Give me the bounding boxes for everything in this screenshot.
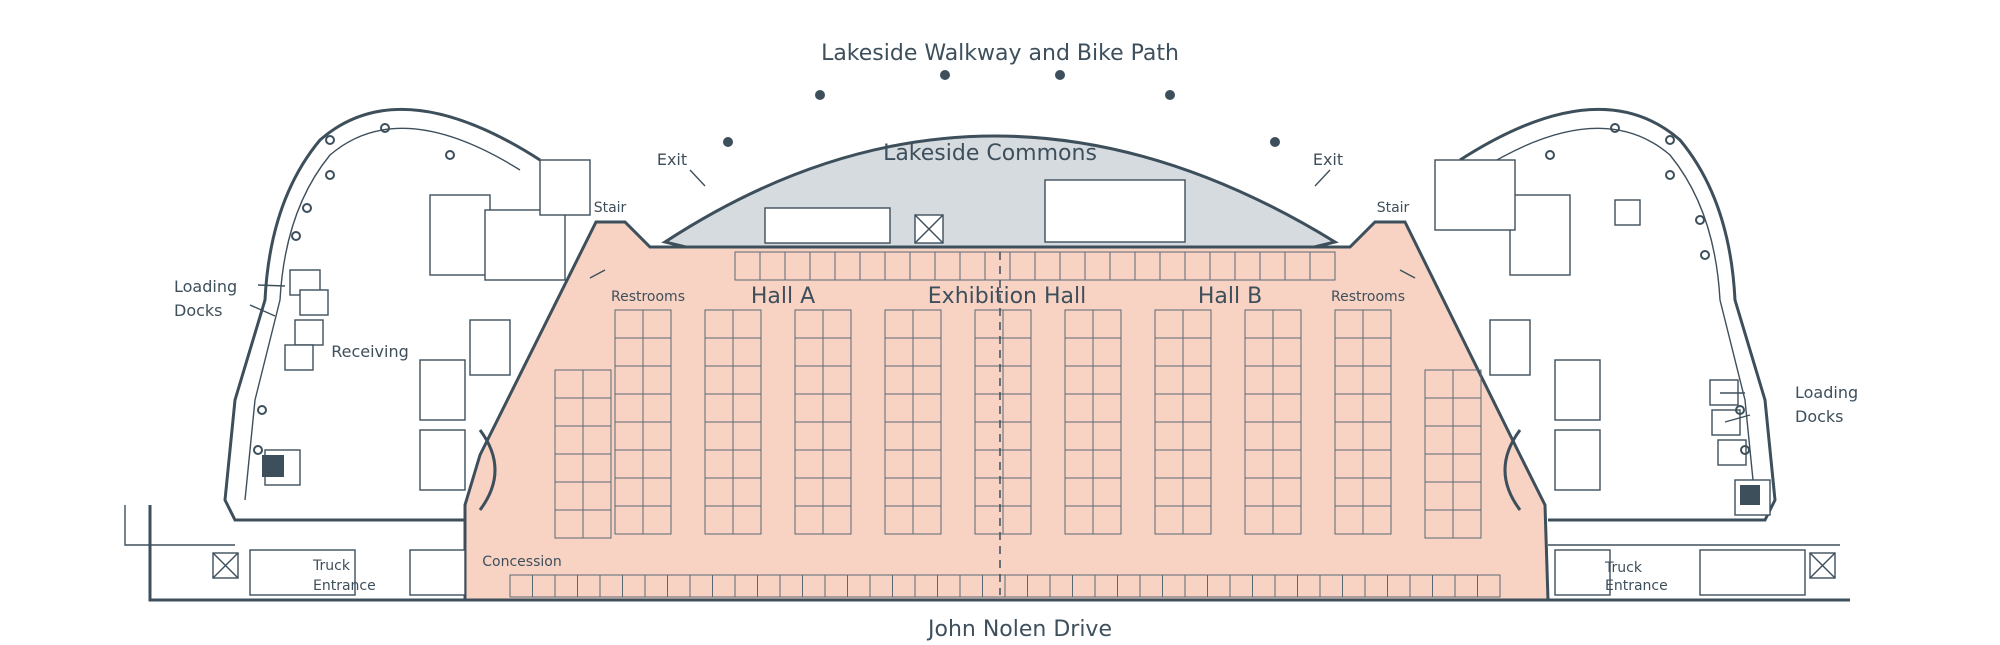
loading-docks-right-line2: Docks — [1795, 407, 1844, 426]
booth — [822, 505, 852, 535]
booth — [1182, 505, 1212, 535]
street-label: John Nolen Drive — [926, 617, 1112, 642]
stair-left-label: Stair — [594, 200, 627, 216]
booth — [1272, 505, 1302, 535]
right-curved-counter — [1503, 429, 1522, 511]
restrooms-left-label: Restrooms — [611, 289, 685, 305]
booth — [1362, 505, 1392, 535]
lamp-posts — [723, 70, 1280, 147]
restrooms-right-label: Restrooms — [1331, 289, 1405, 305]
booth — [1452, 509, 1482, 539]
hall-a-label: Hall A — [751, 284, 815, 309]
receiving-label: Receiving — [331, 342, 409, 361]
booth — [1092, 505, 1122, 535]
booth — [912, 505, 942, 535]
loading-docks-right-line1: Loading — [1795, 383, 1858, 402]
truck-entrance-right-line1: Truck — [1604, 560, 1643, 576]
booth — [1309, 251, 1336, 281]
hall-b-label: Hall B — [1198, 284, 1262, 309]
concession-counter — [478, 429, 497, 511]
concession-label: Concession — [482, 554, 561, 570]
truck-entrance-right-line2: Entrance — [1605, 578, 1668, 594]
booth — [582, 509, 612, 539]
booth — [1002, 505, 1032, 535]
left-wing — [124, 107, 591, 602]
booth — [642, 505, 672, 535]
exit-right-label: Exit — [1313, 150, 1343, 169]
commons-structures — [764, 179, 1186, 244]
loading-docks-left-line2: Docks — [174, 301, 223, 320]
front-booth-strip — [509, 574, 1501, 598]
exhibition-hall-label: Exhibition Hall — [928, 284, 1086, 309]
booth — [732, 505, 762, 535]
booth — [1477, 574, 1501, 598]
walkway-label: Lakeside Walkway and Bike Path — [821, 41, 1179, 66]
truck-entrance-left-line1: Truck — [312, 558, 351, 574]
lakeside-commons-label: Lakeside Commons — [883, 141, 1097, 166]
truck-entrance-left-line2: Entrance — [313, 578, 376, 594]
exhibition-hall-floor — [463, 220, 1550, 602]
booth-grid — [554, 251, 1482, 539]
leader-lines — [249, 169, 1751, 423]
stair-right-label: Stair — [1377, 200, 1410, 216]
exit-left-label: Exit — [657, 150, 687, 169]
loading-docks-left-line1: Loading — [174, 277, 237, 296]
